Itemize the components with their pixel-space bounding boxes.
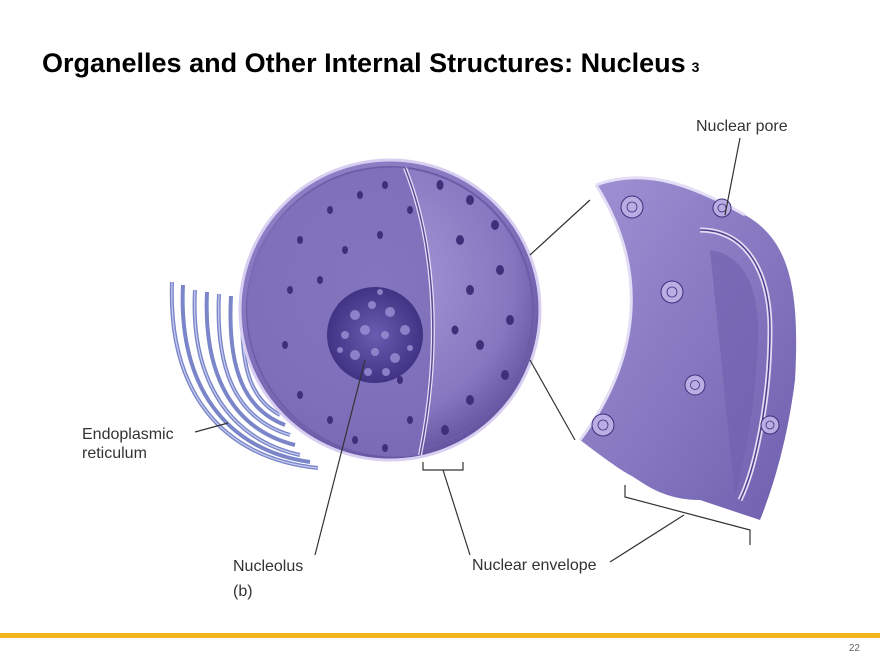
zoom-lines [529,199,591,441]
nuclear-envelope-section [578,176,797,521]
label-nuclear-envelope: Nuclear envelope [472,557,597,574]
footer-accent-bar [0,633,880,638]
label-er-line2: reticulum [82,445,147,462]
label-nuclear-pore: Nuclear pore [696,118,788,135]
nucleus-diagram: Nuclear pore Endoplasmic reticulum Nucle… [82,118,797,600]
nucleolus [327,287,423,383]
label-nucleolus: Nucleolus [233,558,303,575]
page-number: 22 [848,643,860,654]
slide-title-suffix: 3 [691,59,700,75]
sphere-pores [282,180,514,452]
slide-title: Organelles and Other Internal Structures… [42,48,699,79]
label-panel-b: (b) [233,583,253,600]
label-er-line1: Endoplasmic [82,426,174,443]
slide-title-text: Organelles and Other Internal Structures… [42,48,686,78]
leader-lines [194,137,751,563]
